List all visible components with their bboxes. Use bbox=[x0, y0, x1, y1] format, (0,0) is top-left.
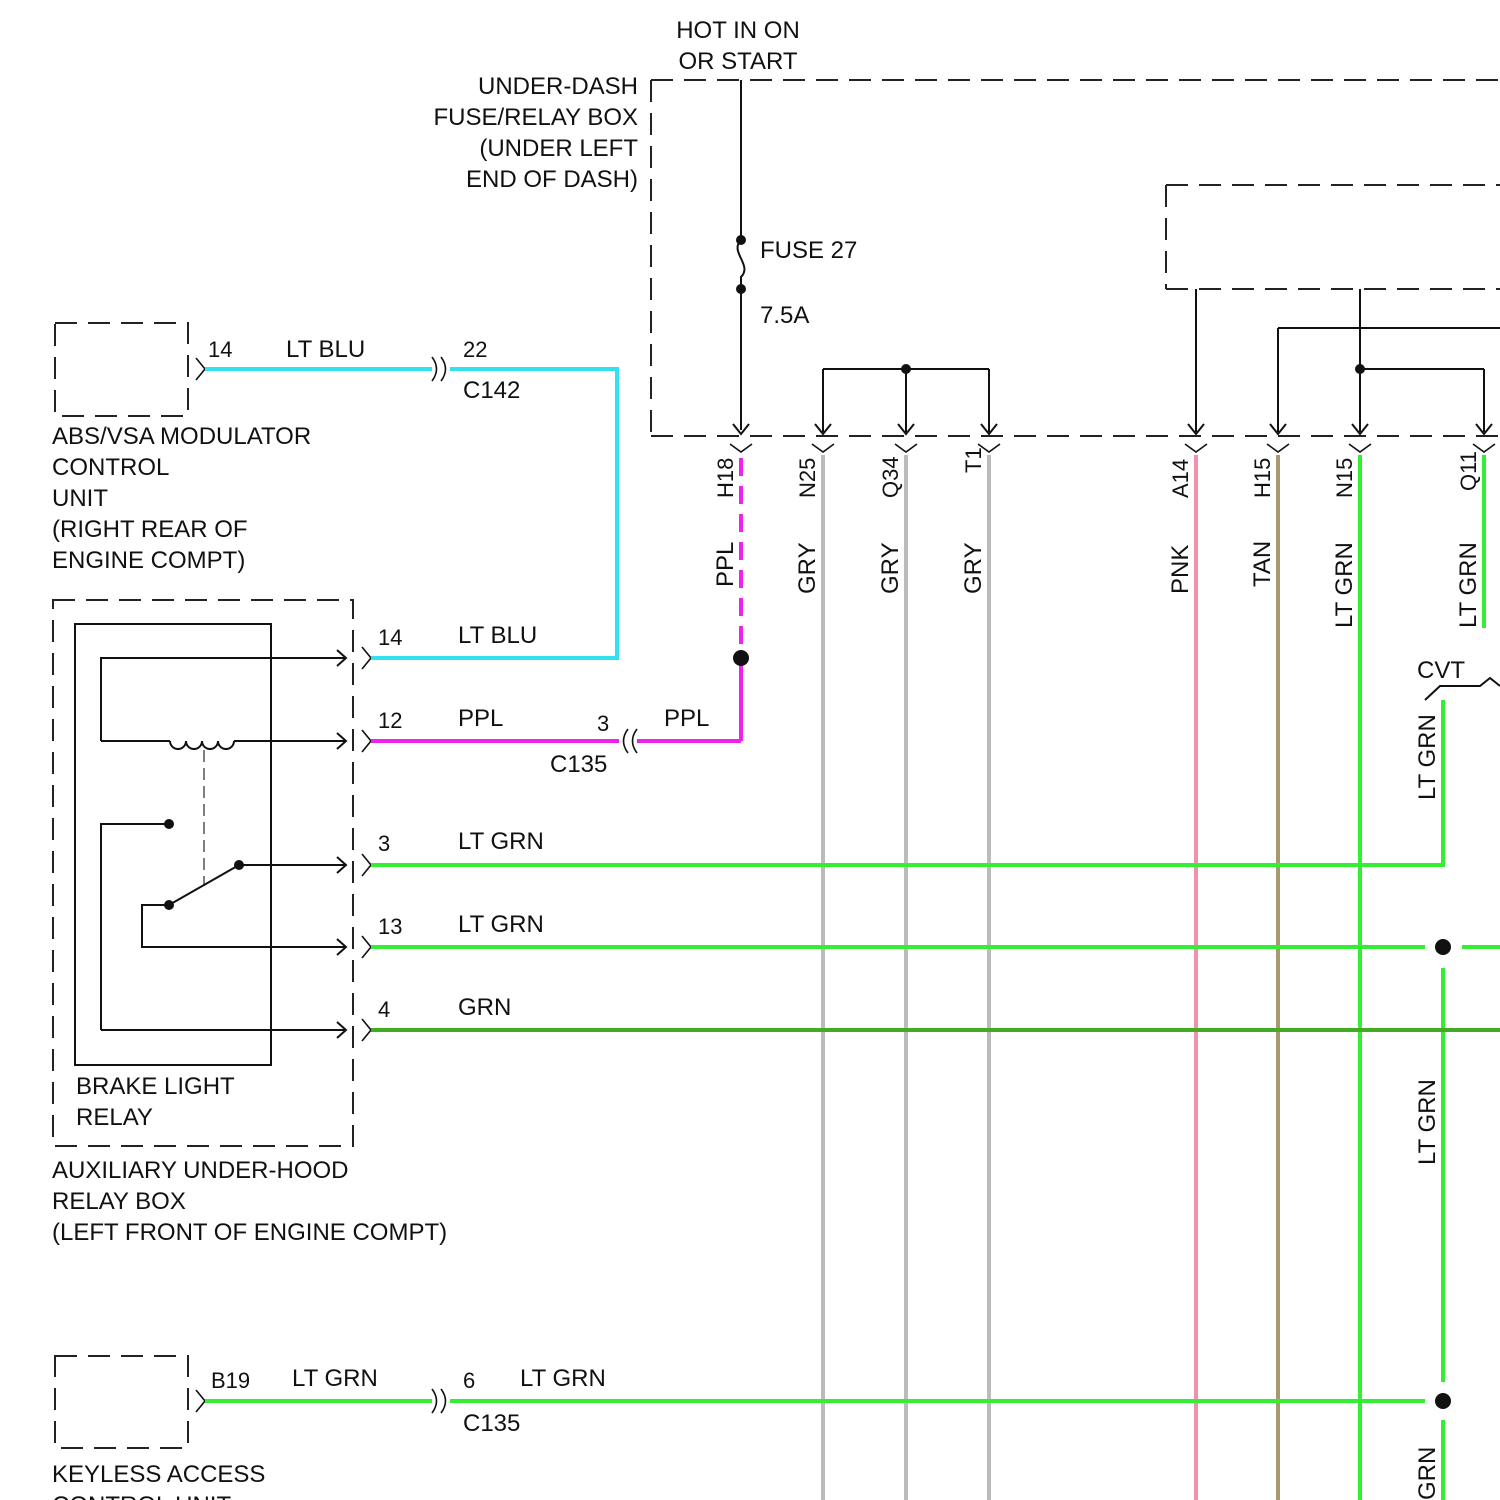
out-pin-q34: Q34 bbox=[878, 456, 903, 498]
relay-12-color-2: PPL bbox=[664, 705, 709, 732]
horizontal-wires bbox=[205, 369, 1500, 1401]
brake-light-relay bbox=[75, 624, 346, 1065]
out-color-n25: GRY bbox=[794, 542, 821, 594]
c135-keyless-pin: 6 bbox=[463, 1368, 475, 1393]
splice-ltgrn-keyless bbox=[1435, 1393, 1451, 1409]
out-color-h18: PPL bbox=[712, 542, 739, 587]
inline-connector-c135-relay bbox=[624, 729, 638, 753]
fuse-rating: 7.5A bbox=[760, 302, 809, 329]
inner-module-outline bbox=[1166, 185, 1500, 289]
out-pin-n15: N15 bbox=[1332, 458, 1357, 498]
out-color-q11: LT GRN bbox=[1455, 542, 1482, 628]
c135-relay-pin: 3 bbox=[597, 711, 609, 736]
out-color-t1: GRY bbox=[960, 542, 987, 594]
abs-line-2: CONTROL bbox=[52, 454, 169, 481]
cvt-label: CVT bbox=[1417, 657, 1465, 684]
wire-c142-ltblu bbox=[371, 369, 617, 658]
out-color-h15: TAN bbox=[1249, 541, 1276, 587]
underdash-line-2: FUSE/RELAY BOX bbox=[433, 104, 638, 131]
out-pin-q11: Q11 bbox=[1456, 451, 1481, 491]
relay-13-color: LT GRN bbox=[458, 911, 544, 938]
splice-ltgrn-13 bbox=[1435, 939, 1451, 955]
keyless-wire-color-2: LT GRN bbox=[520, 1365, 606, 1392]
keyless-line-1: KEYLESS ACCESS bbox=[52, 1461, 265, 1488]
brake-relay-line-1: BRAKE LIGHT bbox=[76, 1073, 235, 1100]
inline-connector-c135-keyless bbox=[432, 1389, 446, 1413]
abs-line-4: (RIGHT REAR OF bbox=[52, 516, 248, 543]
abs-pin: 14 bbox=[208, 337, 232, 362]
aux-line-2: RELAY BOX bbox=[52, 1188, 186, 1215]
out-pin-n25: N25 bbox=[795, 458, 820, 498]
keyless-unit-box bbox=[55, 1356, 188, 1448]
splice-ppl bbox=[733, 650, 749, 666]
right-vertical-lower: LT GRN bbox=[1414, 1079, 1441, 1165]
abs-line-3: UNIT bbox=[52, 485, 108, 512]
out-color-n15: LT GRN bbox=[1331, 542, 1358, 628]
abs-wire-color: LT BLU bbox=[286, 336, 365, 363]
relay-14-pin: 14 bbox=[378, 625, 402, 650]
hot-line-1: HOT IN ON bbox=[676, 17, 800, 44]
inline-connector-c142 bbox=[432, 357, 446, 381]
out-pin-h18: H18 bbox=[713, 458, 738, 498]
relay-12-color: PPL bbox=[458, 705, 503, 732]
aux-line-3: (LEFT FRONT OF ENGINE COMPT) bbox=[52, 1219, 447, 1246]
fuse-box-connectors bbox=[730, 444, 1495, 452]
relay-4-pin: 4 bbox=[378, 997, 390, 1022]
c142-label: C142 bbox=[463, 377, 520, 404]
out-pin-t1: T1 bbox=[961, 447, 986, 473]
right-vertical-bottom: GRN bbox=[1414, 1447, 1441, 1500]
hot-line-2: OR START bbox=[678, 48, 797, 75]
c135-relay-label: C135 bbox=[550, 751, 607, 778]
c142-pin: 22 bbox=[463, 337, 487, 362]
fuse-name: FUSE 27 bbox=[760, 237, 857, 264]
gry-bus bbox=[815, 364, 997, 434]
relay-3-color: LT GRN bbox=[458, 828, 544, 855]
relay-4-color: GRN bbox=[458, 994, 511, 1021]
brake-relay-line-2: RELAY bbox=[76, 1104, 153, 1131]
relay-12-pin: 12 bbox=[378, 708, 402, 733]
aux-line-1: AUXILIARY UNDER-HOOD bbox=[52, 1157, 349, 1184]
abs-modulator-box bbox=[55, 323, 188, 416]
vertical-wires bbox=[741, 455, 1484, 1500]
relay-14-color: LT BLU bbox=[458, 622, 537, 649]
out-pin-a14: A14 bbox=[1168, 459, 1193, 498]
out-color-a14: PNK bbox=[1167, 545, 1194, 594]
relay-13-pin: 13 bbox=[378, 914, 402, 939]
keyless-wire-color: LT GRN bbox=[292, 1365, 378, 1392]
out-color-q34: GRY bbox=[877, 542, 904, 594]
underdash-line-3: (UNDER LEFT bbox=[479, 135, 638, 162]
relay-3-pin: 3 bbox=[378, 831, 390, 856]
out-pin-h15: H15 bbox=[1250, 458, 1275, 498]
fuse-feed bbox=[733, 80, 749, 434]
c135-keyless-label: C135 bbox=[463, 1410, 520, 1437]
keyless-pin: B19 bbox=[211, 1368, 250, 1393]
right-vertical-upper: LT GRN bbox=[1414, 714, 1441, 800]
underdash-line-4: END OF DASH) bbox=[466, 166, 638, 193]
abs-line-5: ENGINE COMPT) bbox=[52, 547, 245, 574]
underdash-line-1: UNDER-DASH bbox=[478, 73, 638, 100]
inner-module-feeds bbox=[1188, 289, 1500, 434]
keyless-line-2: CONTROL UNIT bbox=[52, 1492, 231, 1500]
abs-line-1: ABS/VSA MODULATOR bbox=[52, 423, 311, 450]
